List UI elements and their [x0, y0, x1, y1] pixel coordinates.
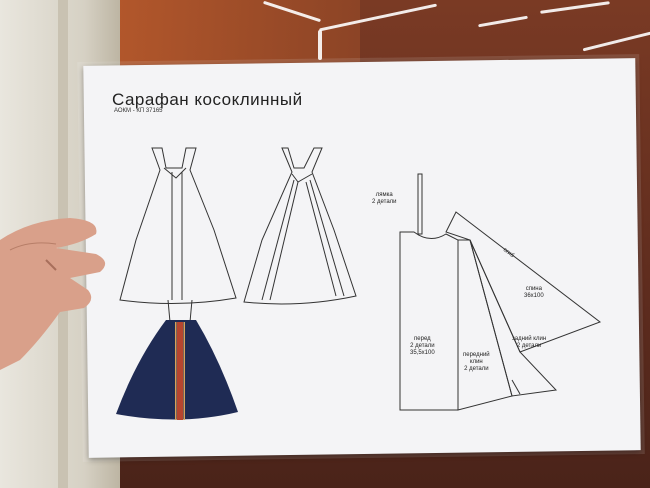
label-zad-klin-count: 2 детали — [516, 343, 542, 350]
label-lyamka-name: лямка — [375, 192, 393, 198]
document-title: Сарафан косоклинный — [112, 90, 303, 109]
label-zad-klin: задний клин 2 детали — [512, 336, 546, 350]
label-pered-klin-name: передний — [463, 352, 490, 358]
label-pered-klin-count: 2 детали — [464, 366, 489, 373]
label-zad-klin-name: задний клин — [512, 336, 547, 342]
label-pered: перед 2 детали 35,5х100 — [410, 336, 435, 358]
cutting-pattern — [399, 173, 602, 411]
label-spina-name: спина — [525, 286, 542, 292]
label-pered-name: перед — [414, 336, 431, 342]
label-spina-size: 36х100 — [524, 293, 544, 300]
sarafan-photo — [116, 299, 238, 420]
document-subtitle: АОКМ - КП 37165 — [114, 108, 163, 114]
label-lyamka-count: 2 детали — [372, 199, 397, 206]
label-pered-count: 2 детали — [410, 343, 435, 350]
sarafan-back-view — [243, 147, 357, 305]
ceiling-light — [318, 30, 322, 60]
label-lyamka: лямка 2 детали — [372, 192, 397, 206]
label-spina: спина 36х100 — [524, 286, 544, 300]
label-pered-size: 35,5х100 — [410, 350, 435, 357]
holding-hand — [0, 218, 106, 370]
label-pered-klin-name2: клин — [469, 359, 483, 366]
label-pered-klin: передний клин 2 детали — [463, 352, 490, 374]
sarafan-front-view — [119, 147, 237, 305]
